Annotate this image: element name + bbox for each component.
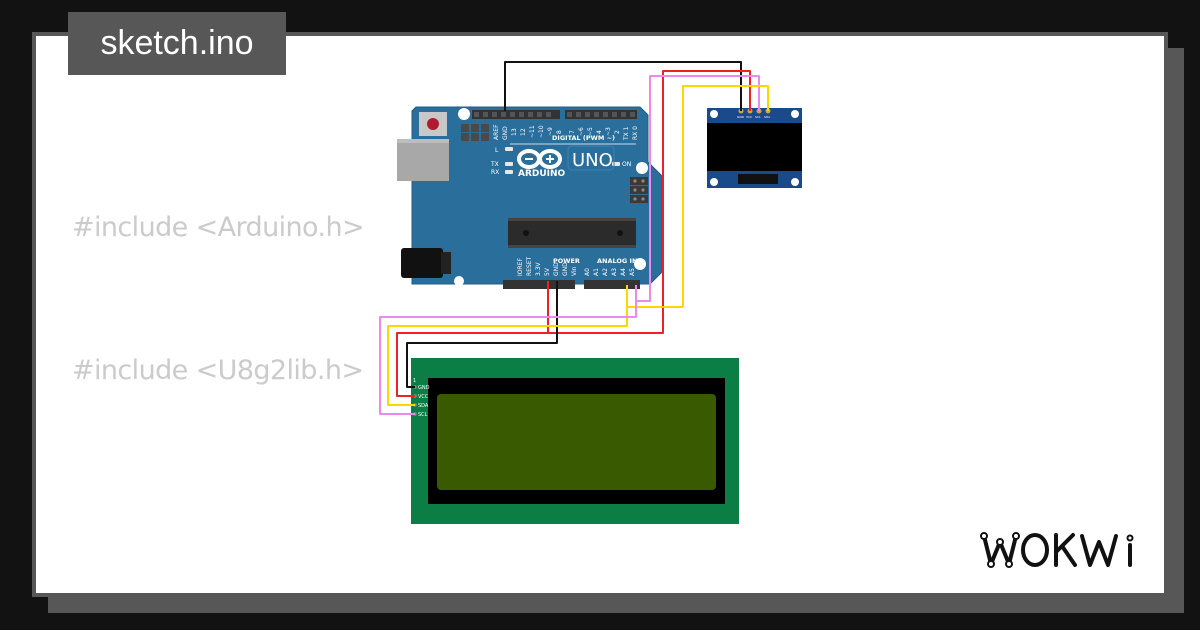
wokwi-logo-icon [980,532,1134,568]
project-card[interactable]: #include <Arduino.h> #include <U8g2lib.h… [32,32,1168,597]
code-line: #include <U8g2lib.h> [72,354,364,386]
file-tab[interactable]: sketch.ino [68,12,286,75]
code-line: #include <Arduino.h> [72,212,365,243]
code-line [72,489,1136,537]
wokwi-logo[interactable] [978,528,1148,574]
code-preview: #include <Arduino.h> #include <U8g2lib.h… [72,109,1136,593]
